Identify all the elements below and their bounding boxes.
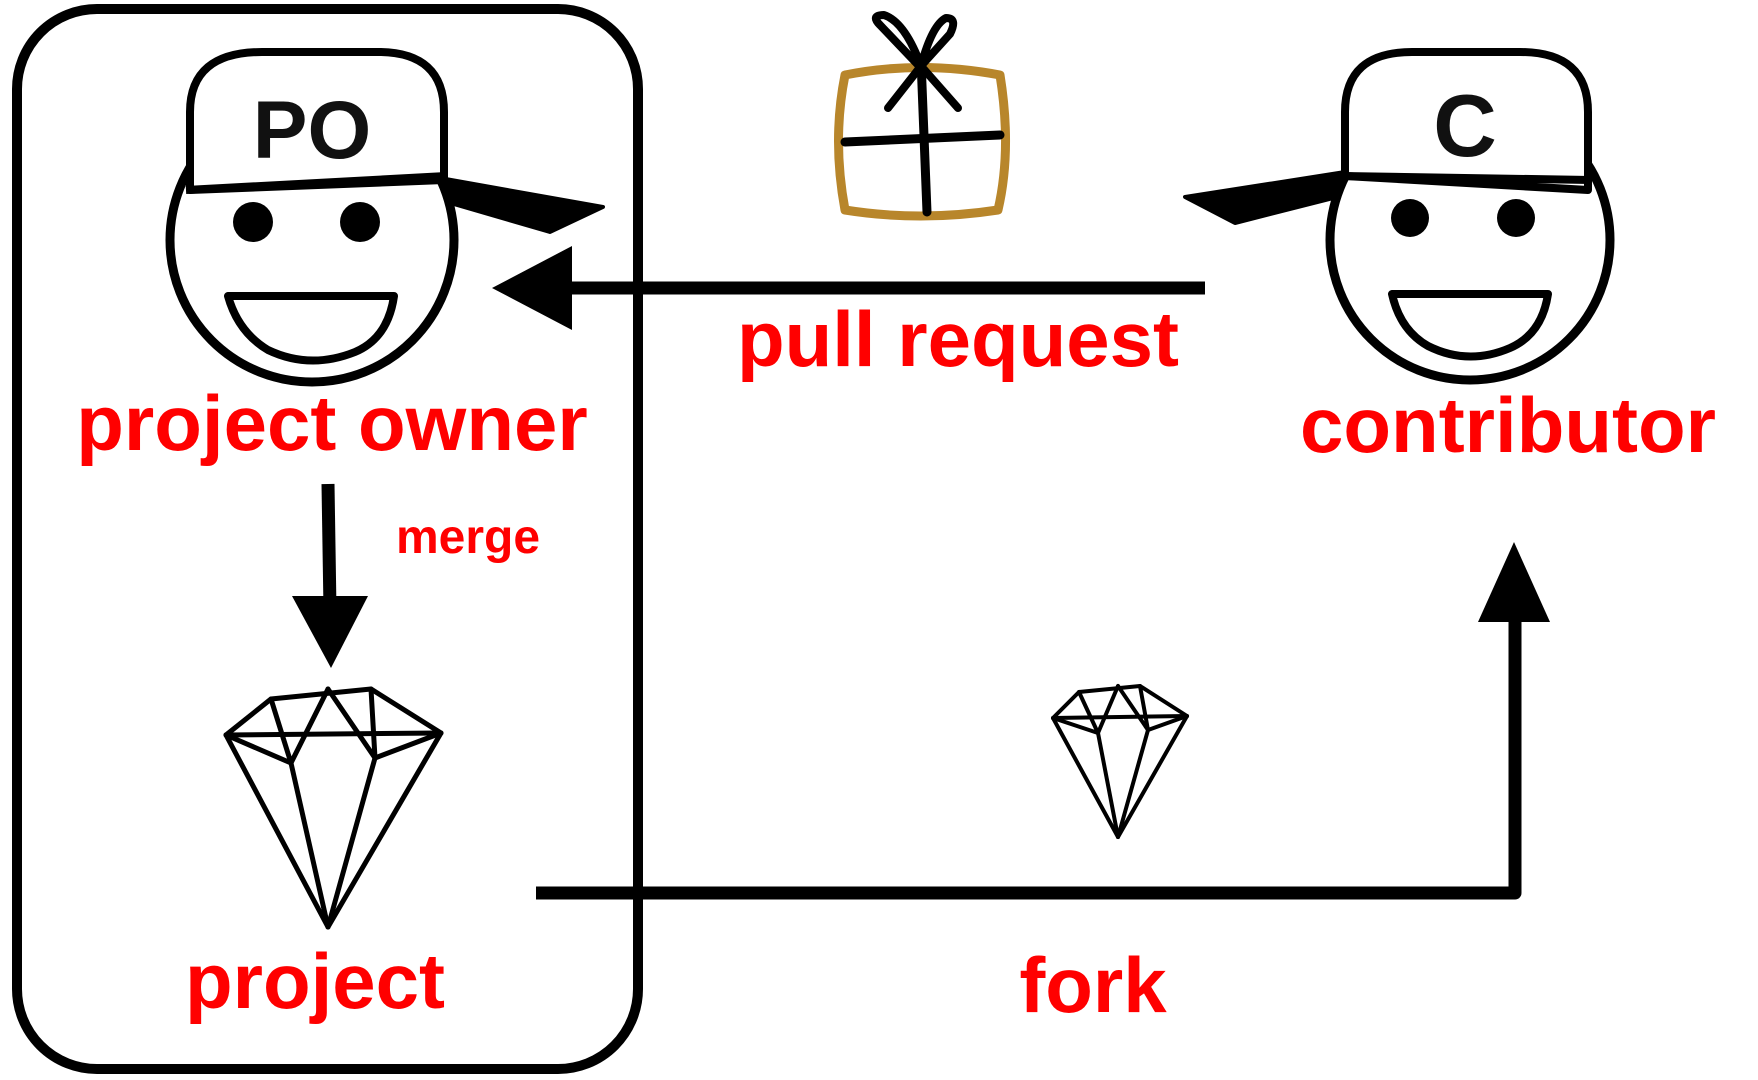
gift-bow <box>871 11 962 112</box>
project-owner-label: project owner <box>76 379 587 467</box>
diamond-icon <box>223 686 444 930</box>
pull-request-arrow <box>492 246 1205 330</box>
diamond-icon <box>1051 684 1189 839</box>
owner-mouth <box>224 292 398 365</box>
contributor-left-eye <box>1391 199 1429 237</box>
owner-cap-text: PO <box>253 85 371 176</box>
gift-box <box>834 63 1010 221</box>
owner-cap <box>186 48 448 194</box>
merge-label: merge <box>396 511 540 564</box>
contributor-right-eye <box>1497 199 1535 237</box>
contributor-cap <box>1341 48 1592 194</box>
contributor-label: contributor <box>1300 381 1716 469</box>
merge-arrow <box>292 483 368 668</box>
contributor-figure: C <box>1183 48 1615 385</box>
project-label: project <box>185 937 445 1025</box>
project-owner-boundary <box>12 4 643 1074</box>
project-owner-figure: PO <box>165 48 605 387</box>
contributor-mouth <box>1388 290 1552 361</box>
fork-label: fork <box>1019 941 1167 1029</box>
fork-arrow <box>536 542 1550 900</box>
owner-cap-brim <box>438 176 605 234</box>
contributor-cap-brim <box>1183 170 1347 225</box>
owner-right-eye <box>340 202 380 242</box>
pull-request-label: pull request <box>737 295 1179 383</box>
gift-icon <box>834 11 1010 221</box>
owner-left-eye <box>233 202 273 242</box>
contributor-cap-text: C <box>1433 76 1497 175</box>
